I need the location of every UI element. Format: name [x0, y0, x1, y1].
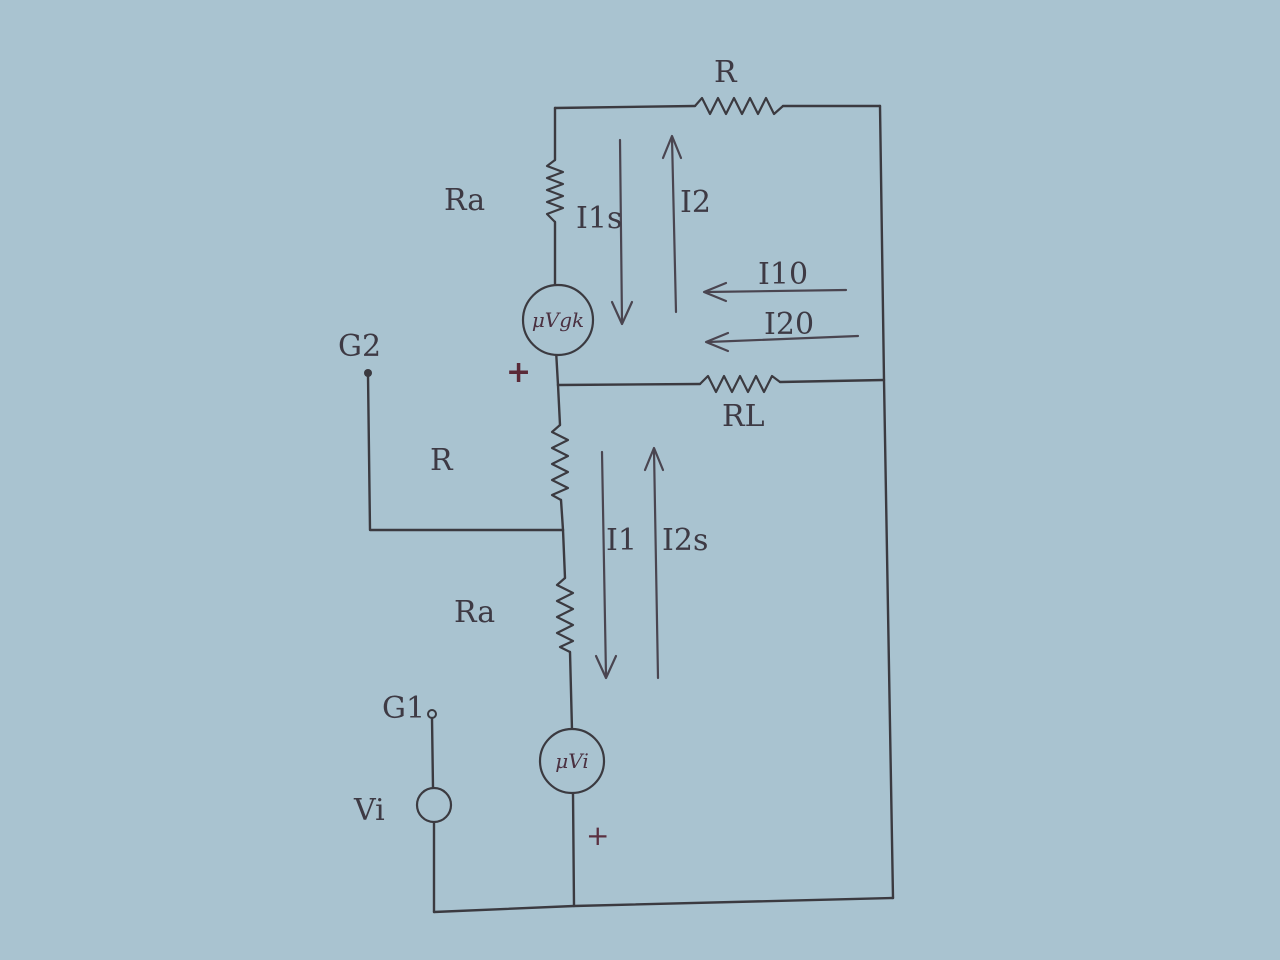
wires: [366, 104, 895, 914]
label-i10: I10: [758, 257, 808, 292]
wire-rl-right: [778, 378, 886, 384]
source-top-circle: [521, 283, 595, 357]
arrow-i2: [670, 136, 678, 314]
wire-ra-to-source2: [568, 650, 574, 732]
labels: R Ra I1s I2 I10 I20 G2 + RL R I1 I2s Ra …: [338, 55, 814, 852]
arrow-i1-head: [594, 654, 618, 680]
wire-junction-to-ra: [561, 528, 567, 580]
label-i1s: I1s: [576, 201, 622, 236]
arrow-i2s: [652, 448, 660, 680]
resistor-r-mid: [550, 424, 570, 501]
source-vi: [415, 786, 453, 824]
source-bottom: μVi: [538, 727, 606, 795]
wire-right-rail: [878, 104, 895, 900]
arrow-i2s-head: [643, 446, 665, 472]
wire-r-to-junction: [559, 498, 565, 532]
label-ra-bottom: Ra: [454, 595, 495, 630]
source-bottom-label: μVi: [555, 749, 589, 773]
wire-g2: [366, 373, 565, 532]
label-i2s: I2s: [662, 523, 708, 558]
wire-rl-left: [556, 382, 702, 387]
wire-bottom-rail: [432, 896, 895, 914]
label-ra-top: Ra: [444, 183, 485, 218]
current-arrows: [594, 134, 860, 680]
arrow-i1: [600, 450, 608, 678]
label-r-mid: R: [430, 443, 454, 478]
label-plus-top: +: [506, 355, 531, 390]
arrow-i20: [706, 334, 860, 344]
arrow-i10: [704, 288, 848, 294]
wire-source2-to-bottom: [571, 791, 576, 908]
label-i1: I1: [606, 523, 637, 558]
resistor-rl: [699, 374, 781, 394]
source-bottom-circle: [538, 727, 606, 795]
arrow-i1s-head: [610, 300, 634, 326]
label-i20: I20: [764, 307, 814, 342]
label-plus-bottom: +: [586, 819, 609, 852]
arrow-i1s: [618, 138, 624, 324]
label-i2: I2: [680, 185, 711, 220]
resistor-r-top: [694, 96, 784, 116]
g1-terminal-dot: [427, 709, 437, 719]
wire-g1-to-vi: [430, 716, 435, 790]
label-r-top: R: [714, 55, 738, 90]
label-rl: RL: [722, 399, 765, 434]
source-vi-circle: [415, 786, 453, 824]
arrow-i10-head: [702, 281, 728, 303]
g2-terminal-dot: [364, 369, 372, 377]
resistors: [545, 96, 784, 653]
arrow-i20-head: [704, 331, 730, 353]
resistor-ra-bottom: [555, 577, 575, 653]
source-top-label: μVgk: [532, 308, 584, 332]
wire-node-to-r: [556, 383, 562, 427]
label-g2: G2: [338, 329, 381, 364]
source-top: μVgk: [521, 283, 595, 357]
arrow-i2-head: [661, 134, 683, 160]
label-vi: Vi: [353, 793, 385, 828]
resistor-ra-top: [545, 159, 565, 223]
label-g1: G1: [382, 691, 425, 726]
wire-top-left: [553, 104, 697, 110]
